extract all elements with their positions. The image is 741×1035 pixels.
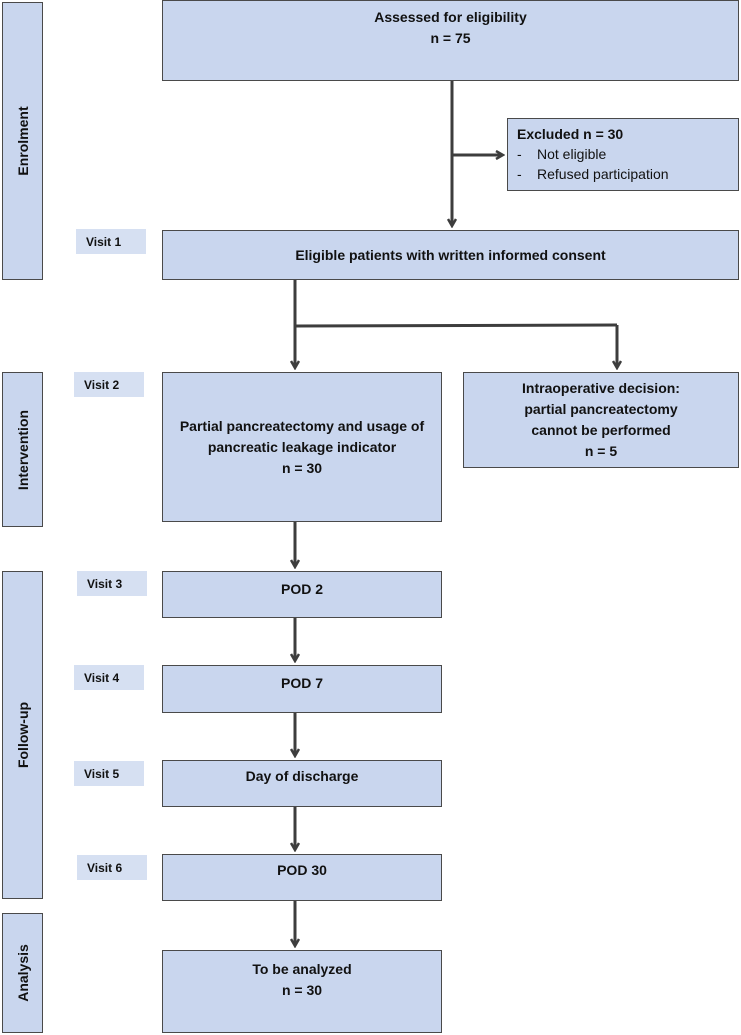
intraop-line-2: partial pancreatectomy — [524, 401, 678, 417]
excluded-item-not-eligible: -Not eligible — [517, 146, 607, 162]
connector-split-horizontal — [294, 323, 618, 328]
stage-enrolment: Enrolment — [2, 2, 43, 280]
excluded-list: -Not eligible -Refused participation — [517, 144, 729, 184]
eligible-box: Eligible patients with written informed … — [162, 230, 739, 280]
excluded-box: Excluded n = 30 -Not eligible -Refused p… — [507, 118, 739, 191]
eligible-title: Eligible patients with written informed … — [295, 246, 606, 263]
assessed-title: Assessed for eligibility — [374, 9, 527, 25]
assessed-count: n = 75 — [430, 30, 471, 46]
visit-1-label: Visit 1 — [76, 229, 146, 254]
discharge-box: Day of discharge — [162, 760, 442, 807]
excluded-title: Excluded n = 30 — [517, 126, 624, 142]
visit-5-label: Visit 5 — [74, 761, 144, 786]
intraop-line-3: cannot be performed — [531, 422, 671, 438]
pod7-label: POD 7 — [280, 675, 323, 691]
pod30-box: POD 30 — [162, 854, 442, 901]
intervention-line-2: pancreatic leakage indicator — [207, 438, 397, 455]
intervention-line-1: Partial pancreatectomy and usage of — [179, 417, 425, 434]
assessed-box: Assessed for eligibility n = 75 — [162, 0, 739, 81]
analyzed-count: n = 30 — [281, 982, 323, 998]
visit-4-label: Visit 4 — [74, 665, 144, 690]
intraop-count: n = 5 — [584, 443, 618, 459]
pod2-box: POD 2 — [162, 571, 442, 618]
intraop-line-1: Intraoperative decision: — [522, 380, 680, 396]
stage-analysis: Analysis — [2, 913, 43, 1033]
analyzed-title: To be analyzed — [252, 961, 352, 977]
excluded-bullet: - — [517, 146, 522, 162]
excluded-item-refused: -Refused participation — [517, 166, 669, 182]
pod30-label: POD 30 — [277, 862, 327, 878]
visit-6-label: Visit 6 — [77, 855, 147, 880]
discharge-label: Day of discharge — [245, 768, 359, 784]
visit-3-label: Visit 3 — [77, 571, 147, 596]
stage-follow-up: Follow-up — [2, 571, 43, 899]
pod7-box: POD 7 — [162, 665, 442, 713]
intervention-box: Partial pancreatectomy and usage of panc… — [162, 372, 442, 522]
visit-2-label: Visit 2 — [74, 372, 144, 397]
pod2-label: POD 2 — [280, 581, 323, 597]
intervention-count: n = 30 — [281, 459, 323, 476]
stage-intervention: Intervention — [2, 372, 43, 527]
analyzed-box: To be analyzed n = 30 — [162, 950, 442, 1033]
intraoperative-box: Intraoperative decision: partial pancrea… — [463, 372, 739, 468]
excluded-bullet: - — [517, 166, 522, 182]
